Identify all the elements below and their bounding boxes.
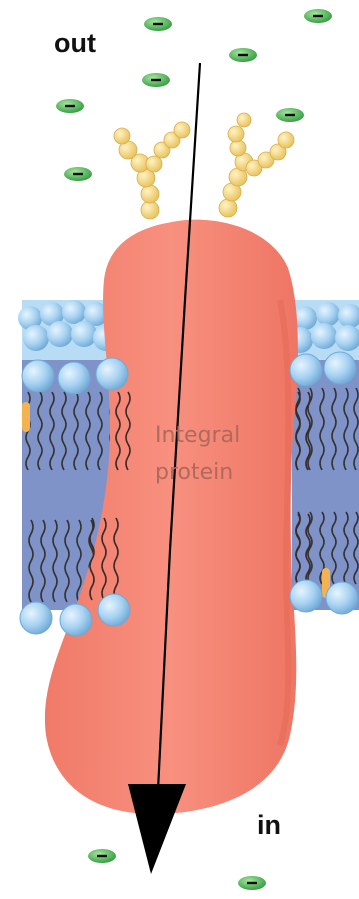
lipid-head — [23, 325, 49, 351]
lipid-head — [20, 602, 52, 634]
glycan-bead — [146, 156, 162, 172]
ion-minus-sign — [65, 105, 75, 107]
ion-minus-sign — [247, 882, 257, 884]
ion-minus-sign — [238, 54, 248, 56]
glycan-bead — [141, 185, 159, 203]
ion-minus-sign — [153, 23, 163, 25]
lipid-head — [47, 321, 73, 347]
negative-ion-icon — [142, 73, 170, 87]
glycan-bead — [228, 126, 244, 142]
inside-label: in — [257, 810, 281, 841]
ion-minus-sign — [151, 79, 161, 81]
arrow-head — [128, 784, 186, 874]
negative-ion-icon — [88, 849, 116, 863]
negative-ion-icon — [238, 876, 266, 890]
lipid-head — [290, 354, 322, 386]
glycan-bead — [237, 113, 251, 127]
lipid-head — [22, 360, 54, 392]
negative-ion-icon — [144, 17, 172, 31]
lipid-head — [58, 362, 90, 394]
lipid-head — [311, 323, 337, 349]
lipid-head — [326, 582, 358, 614]
negative-ion-icon — [276, 108, 304, 122]
lipid-head — [290, 580, 322, 612]
ion-minus-sign — [313, 15, 323, 17]
lipid-head — [62, 300, 86, 324]
lipid-head — [96, 358, 128, 390]
lipid-head — [60, 604, 92, 636]
lipid-head — [316, 302, 340, 326]
ion-minus-sign — [97, 855, 107, 857]
negative-ion-icon — [304, 9, 332, 23]
negative-ion-icon — [64, 167, 92, 181]
negative-ion-icon — [229, 48, 257, 62]
protein-label-line1: Integral — [155, 422, 240, 450]
lipid-head — [98, 594, 130, 626]
glycan-bead — [174, 122, 190, 138]
outside-label: out — [54, 28, 96, 59]
glycan-bead — [219, 199, 237, 217]
protein-label-line2: protein — [155, 459, 233, 487]
negative-ion-icon — [56, 99, 84, 113]
carbohydrate-chain-icon — [114, 113, 294, 219]
glycan-bead — [114, 128, 130, 144]
glycan-bead — [230, 140, 246, 156]
glycan-bead — [278, 132, 294, 148]
lipid-head — [324, 352, 356, 384]
cholesterol-mark-left — [22, 402, 30, 432]
ion-minus-sign — [73, 173, 83, 175]
glycan-bead — [141, 201, 159, 219]
ion-minus-sign — [285, 114, 295, 116]
lipid-head — [71, 321, 97, 347]
